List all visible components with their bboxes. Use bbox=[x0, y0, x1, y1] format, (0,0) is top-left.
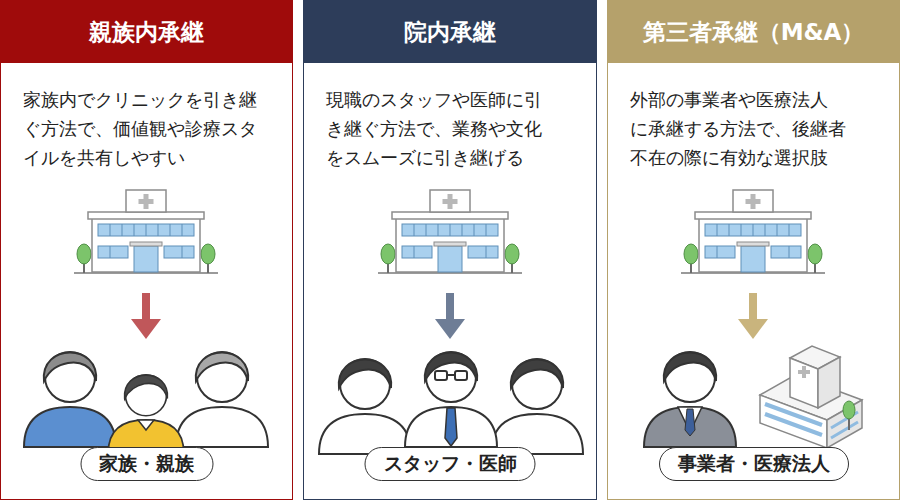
panel-description: 現職のスタッフや医師に引 き継ぐ方法で、業務や文化 をスムーズに引き継げる bbox=[326, 85, 578, 172]
person-icon bbox=[319, 359, 411, 454]
approach-panel: 親族内承継家族内でクリニックを引き継 ぐ方法で、価値観や診療スタ イルを共有しや… bbox=[0, 0, 293, 500]
panel-description: 外部の事業者や医療法人 に承継する方法で、後継者 不在の際に有効な選択肢 bbox=[630, 85, 882, 172]
clinic-building bbox=[681, 190, 825, 274]
successor-pill: 家族・親族 bbox=[80, 447, 213, 481]
staff-people bbox=[319, 352, 583, 454]
shirt-collar bbox=[138, 420, 154, 430]
successor-label: 家族・親族 bbox=[99, 448, 194, 479]
clinic-building bbox=[74, 190, 218, 274]
person-icon bbox=[405, 352, 497, 447]
panel-description: 家族内でクリニックを引き継 ぐ方法で、価値観や診療スタ イルを共有しやすい bbox=[23, 85, 275, 172]
successor-pill: スタッフ・医師 bbox=[365, 447, 536, 481]
family-people bbox=[24, 352, 268, 453]
business-people bbox=[644, 352, 736, 447]
necktie bbox=[685, 409, 695, 436]
successor-pill: 事業者・医療法人 bbox=[659, 447, 849, 481]
approach-panel: 院内承継現職のスタッフや医師に引 き継ぐ方法で、業務や文化 をスムーズに引き継げ… bbox=[303, 0, 597, 500]
down-arrow bbox=[435, 293, 465, 339]
person-icon bbox=[108, 375, 183, 453]
approach-panel: 第三者承継（M&A） 外部の事業者や医療法人 に承継する方法で、後継者 不在の際に… bbox=[607, 0, 900, 500]
glasses bbox=[455, 371, 467, 380]
clinic-building bbox=[378, 190, 522, 274]
necktie bbox=[445, 408, 457, 446]
glasses bbox=[447, 374, 455, 376]
down-arrow bbox=[131, 293, 161, 339]
shirt-collar bbox=[678, 407, 702, 432]
hospital-building bbox=[760, 346, 862, 448]
person-icon bbox=[176, 352, 268, 447]
person-icon bbox=[491, 359, 583, 454]
down-arrow bbox=[738, 293, 768, 339]
panel-heading: 院内承継 bbox=[304, 1, 596, 63]
successor-label: スタッフ・医師 bbox=[384, 448, 517, 479]
person-icon bbox=[644, 352, 736, 447]
person-icon bbox=[24, 352, 116, 447]
glasses bbox=[435, 371, 447, 380]
successor-label: 事業者・医療法人 bbox=[678, 448, 830, 479]
panel-heading: 親族内承継 bbox=[1, 1, 292, 63]
panel-heading: 第三者承継（M&A） bbox=[608, 1, 899, 63]
